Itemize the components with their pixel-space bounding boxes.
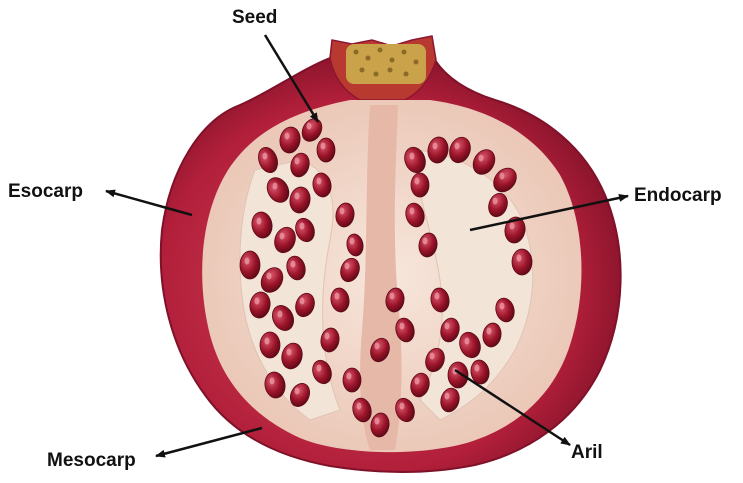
aril-seed	[240, 251, 260, 279]
esocarp-label: Esocarp	[8, 181, 83, 203]
aril-highlight	[390, 293, 395, 300]
aril-highlight	[280, 233, 285, 240]
endocarp-label: Endocarp	[634, 185, 722, 207]
aril-highlight	[245, 258, 250, 265]
aril-highlight	[265, 338, 270, 345]
aril-highlight	[347, 373, 352, 380]
aril-highlight	[325, 333, 330, 340]
stamens	[346, 44, 426, 84]
mesocarp-label: Mesocarp	[47, 450, 136, 472]
aril-highlight	[307, 123, 312, 130]
aril-highlight	[415, 378, 420, 385]
aril-highlight	[433, 143, 438, 150]
aril-highlight	[255, 298, 260, 305]
aril-highlight	[479, 155, 484, 162]
aril-highlight	[270, 378, 275, 385]
aril-highlight	[287, 349, 292, 356]
aril-highlight	[345, 263, 350, 270]
aril-highlight	[267, 273, 272, 280]
aril-highlight	[475, 365, 480, 372]
aril-highlight	[410, 153, 415, 160]
aril-highlight	[321, 143, 326, 150]
aril-highlight	[317, 365, 322, 372]
aril-highlight	[375, 343, 380, 350]
aril-highlight	[295, 388, 300, 395]
aril-highlight	[291, 261, 296, 268]
aril-highlight	[445, 393, 450, 400]
aril-highlight	[263, 153, 268, 160]
aril-highlight	[435, 293, 440, 300]
aril-highlight	[317, 178, 322, 185]
aril-highlight	[400, 323, 405, 330]
aril-highlight	[400, 403, 405, 410]
aril-seed	[343, 368, 361, 392]
aril-label: Aril	[571, 442, 603, 464]
aril-highlight	[273, 183, 278, 190]
aril-highlight	[257, 218, 262, 225]
aril-highlight	[465, 338, 470, 345]
aril-highlight	[510, 223, 515, 230]
aril-highlight	[500, 303, 505, 310]
seed-label: Seed	[232, 7, 277, 29]
aril-seed	[317, 138, 335, 162]
aril-highlight	[278, 311, 283, 318]
aril-highlight	[410, 208, 415, 215]
aril-highlight	[335, 293, 340, 300]
aril-highlight	[455, 143, 460, 150]
aril-highlight	[285, 133, 290, 140]
aril-highlight	[295, 193, 300, 200]
aril-highlight	[500, 173, 505, 180]
aril-seed	[260, 332, 280, 358]
mesocarp-arrow	[156, 428, 262, 456]
aril-seed	[411, 173, 429, 197]
aril-highlight	[350, 238, 355, 245]
aril-highlight	[375, 418, 380, 425]
aril-highlight	[295, 158, 300, 165]
aril-highlight	[357, 403, 362, 410]
aril-highlight	[300, 298, 305, 305]
aril-highlight	[517, 255, 522, 262]
aril-highlight	[430, 353, 435, 360]
aril-highlight	[300, 223, 305, 230]
aril-seed	[448, 362, 468, 388]
aril-highlight	[423, 238, 428, 245]
aril-seed	[512, 249, 532, 275]
aril-highlight	[340, 208, 345, 215]
aril-highlight	[415, 178, 420, 185]
aril-highlight	[493, 198, 498, 205]
aril-highlight	[445, 323, 450, 330]
aril-highlight	[487, 328, 492, 335]
